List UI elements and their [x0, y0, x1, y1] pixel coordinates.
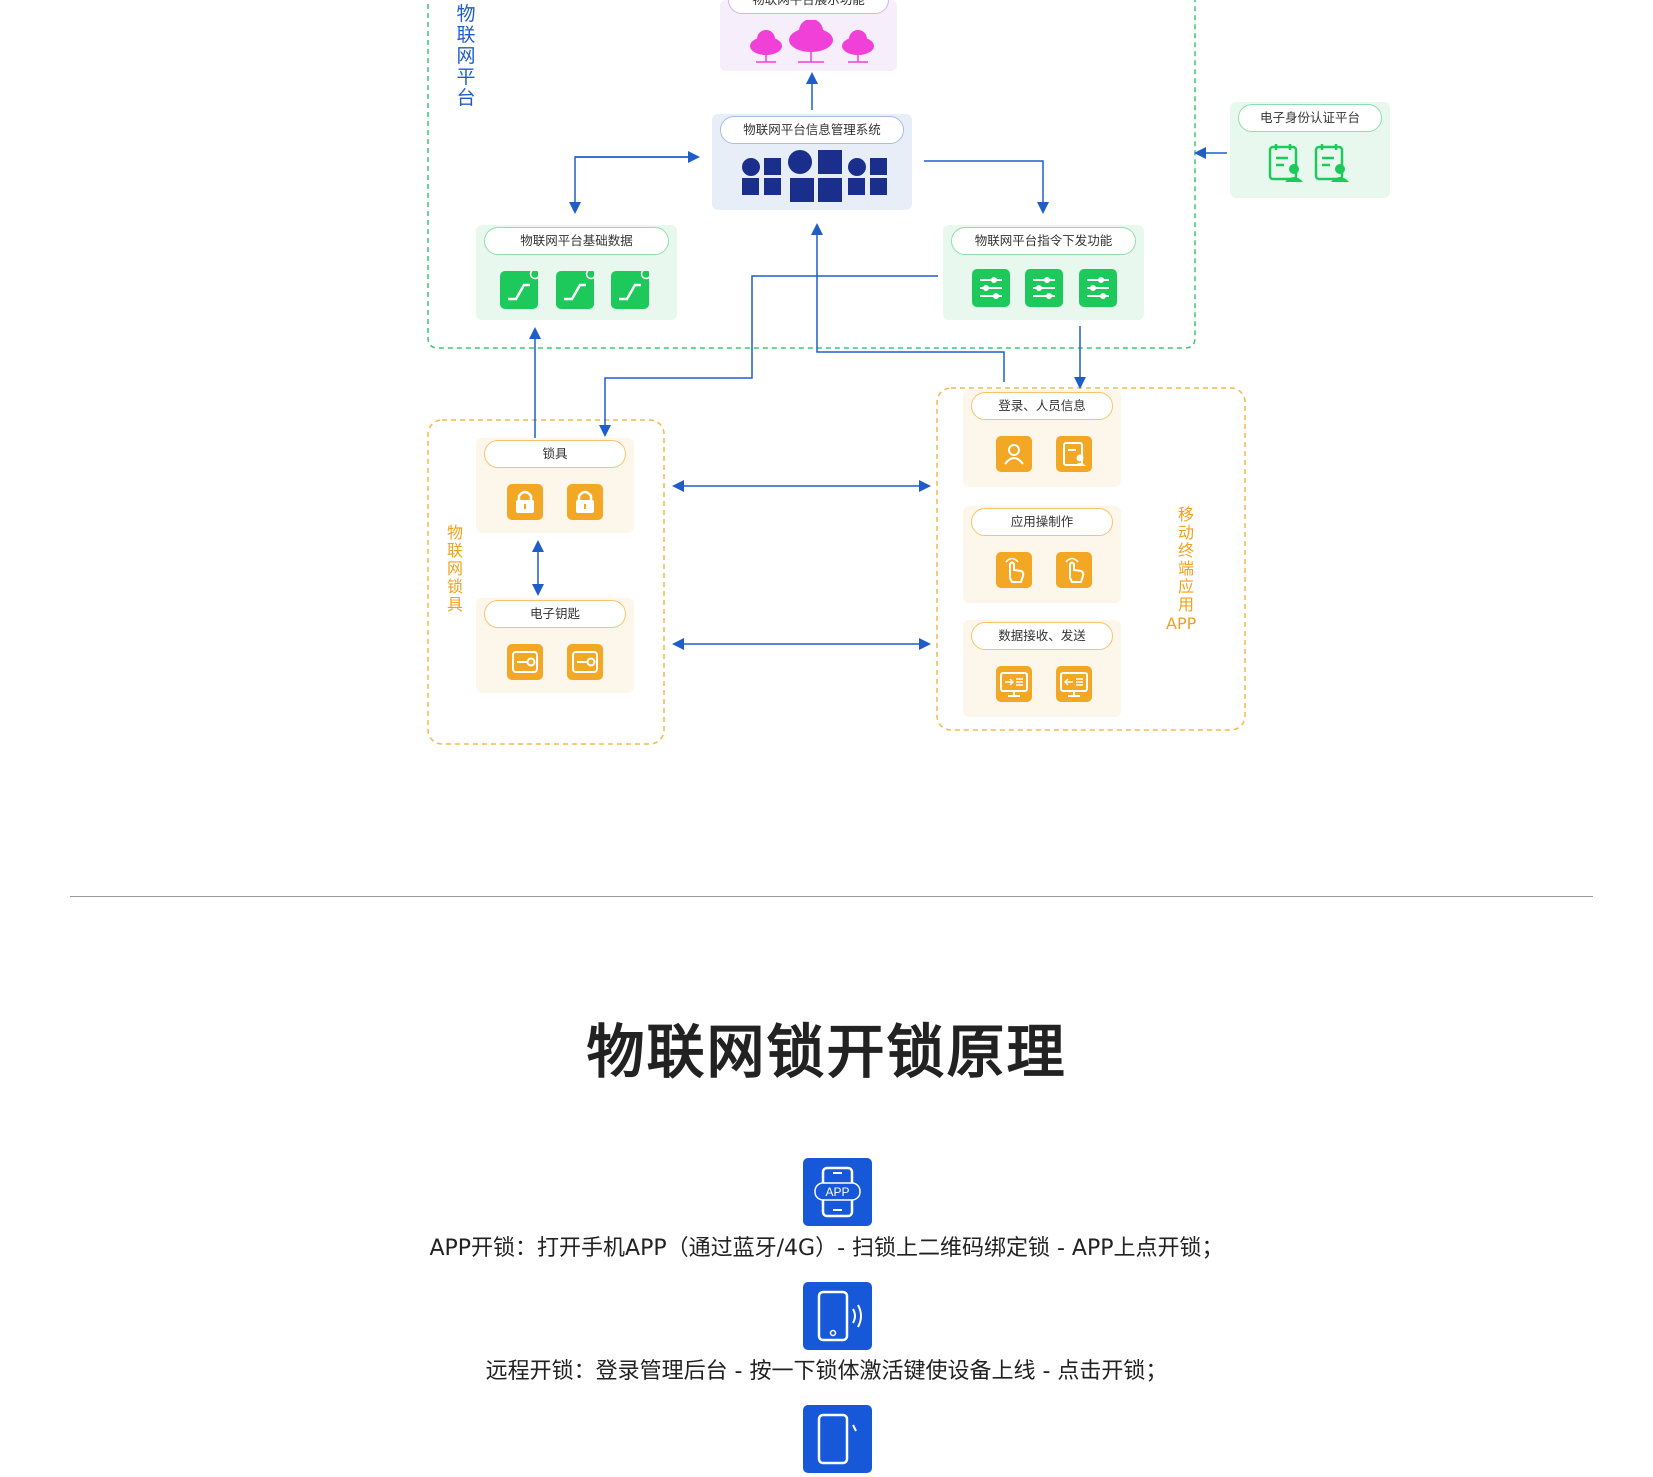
electronic-key-icon	[507, 644, 543, 680]
lock-box: 锁具	[476, 438, 634, 533]
profile-card-icon	[1056, 436, 1092, 472]
settings-sliders-icon	[972, 269, 1010, 307]
touch-hand-icon	[996, 552, 1032, 588]
trend-chart-icon	[556, 268, 597, 309]
monitor-send-icon	[996, 666, 1032, 702]
platform-label: 物联网平台	[456, 3, 476, 109]
info-system-box: 物联网平台信息管理系统	[712, 114, 912, 210]
command-label: 物联网平台指令下发功能	[951, 227, 1136, 255]
info-system-label: 物联网平台信息管理系统	[720, 116, 904, 144]
base-data-label: 物联网平台基础数据	[484, 227, 669, 255]
login-box: 登录、人员信息	[963, 390, 1121, 487]
base-data-box: 物联网平台基础数据	[476, 225, 677, 320]
phone-icon	[803, 1405, 872, 1473]
monitor-receive-icon	[1056, 666, 1092, 702]
phone-app-icon-text: APP	[825, 1185, 849, 1199]
lock-label: 锁具	[484, 440, 626, 468]
display-function-label: 物联网平台展示功能	[728, 0, 889, 14]
app-control-label: 应用操制作	[971, 508, 1113, 536]
feature-remote-unlock: 远程开锁：登录管理后台 - 按一下锁体激活键使设备上线 - 点击开锁；	[485, 1359, 1168, 1384]
section-divider	[70, 896, 1593, 897]
trend-chart-icon	[611, 268, 652, 309]
phone-app-icon: APP	[803, 1158, 872, 1226]
data-transfer-box: 数据接收、发送	[963, 620, 1121, 717]
display-function-box: 物联网平台展示功能	[720, 0, 897, 71]
app-group-suffix: APP	[1166, 614, 1197, 633]
app-group-label: 移动终端应用	[1177, 505, 1194, 614]
trend-chart-icon	[500, 268, 541, 309]
diagram-connectors	[427, 0, 1246, 745]
settings-sliders-icon	[1025, 269, 1063, 307]
id-auth-label: 电子身份认证平台	[1238, 104, 1382, 132]
electronic-key-icon	[567, 644, 603, 680]
phone-signal-icon	[803, 1282, 872, 1350]
id-card-icon	[1268, 144, 1349, 182]
lock-group-label: 物联网锁具	[446, 523, 463, 614]
data-transfer-label: 数据接收、发送	[971, 622, 1113, 650]
padlock-icon	[567, 484, 603, 520]
user-icon	[996, 436, 1032, 472]
feature-app-unlock: APP开锁：打开手机APP（通过蓝牙/4G）- 扫锁上二维码绑定锁 - APP上…	[429, 1236, 1224, 1261]
settings-sliders-icon	[1079, 269, 1117, 307]
section-title: 物联网锁开锁原理	[586, 1018, 1067, 1086]
modules-icon	[742, 150, 887, 202]
key-box: 电子钥匙	[476, 598, 634, 693]
touch-hand-icon	[1056, 552, 1092, 588]
login-label: 登录、人员信息	[971, 392, 1113, 420]
command-box: 物联网平台指令下发功能	[943, 225, 1144, 320]
app-control-box: 应用操制作	[963, 506, 1121, 603]
cloud-network-icon	[750, 20, 874, 63]
id-auth-box: 电子身份认证平台	[1230, 102, 1390, 198]
padlock-icon	[507, 484, 543, 520]
key-label: 电子钥匙	[484, 600, 626, 628]
architecture-diagram: 物联网平台 物联网平台展示功能 物联网平台信息管理系统	[427, 0, 1390, 745]
